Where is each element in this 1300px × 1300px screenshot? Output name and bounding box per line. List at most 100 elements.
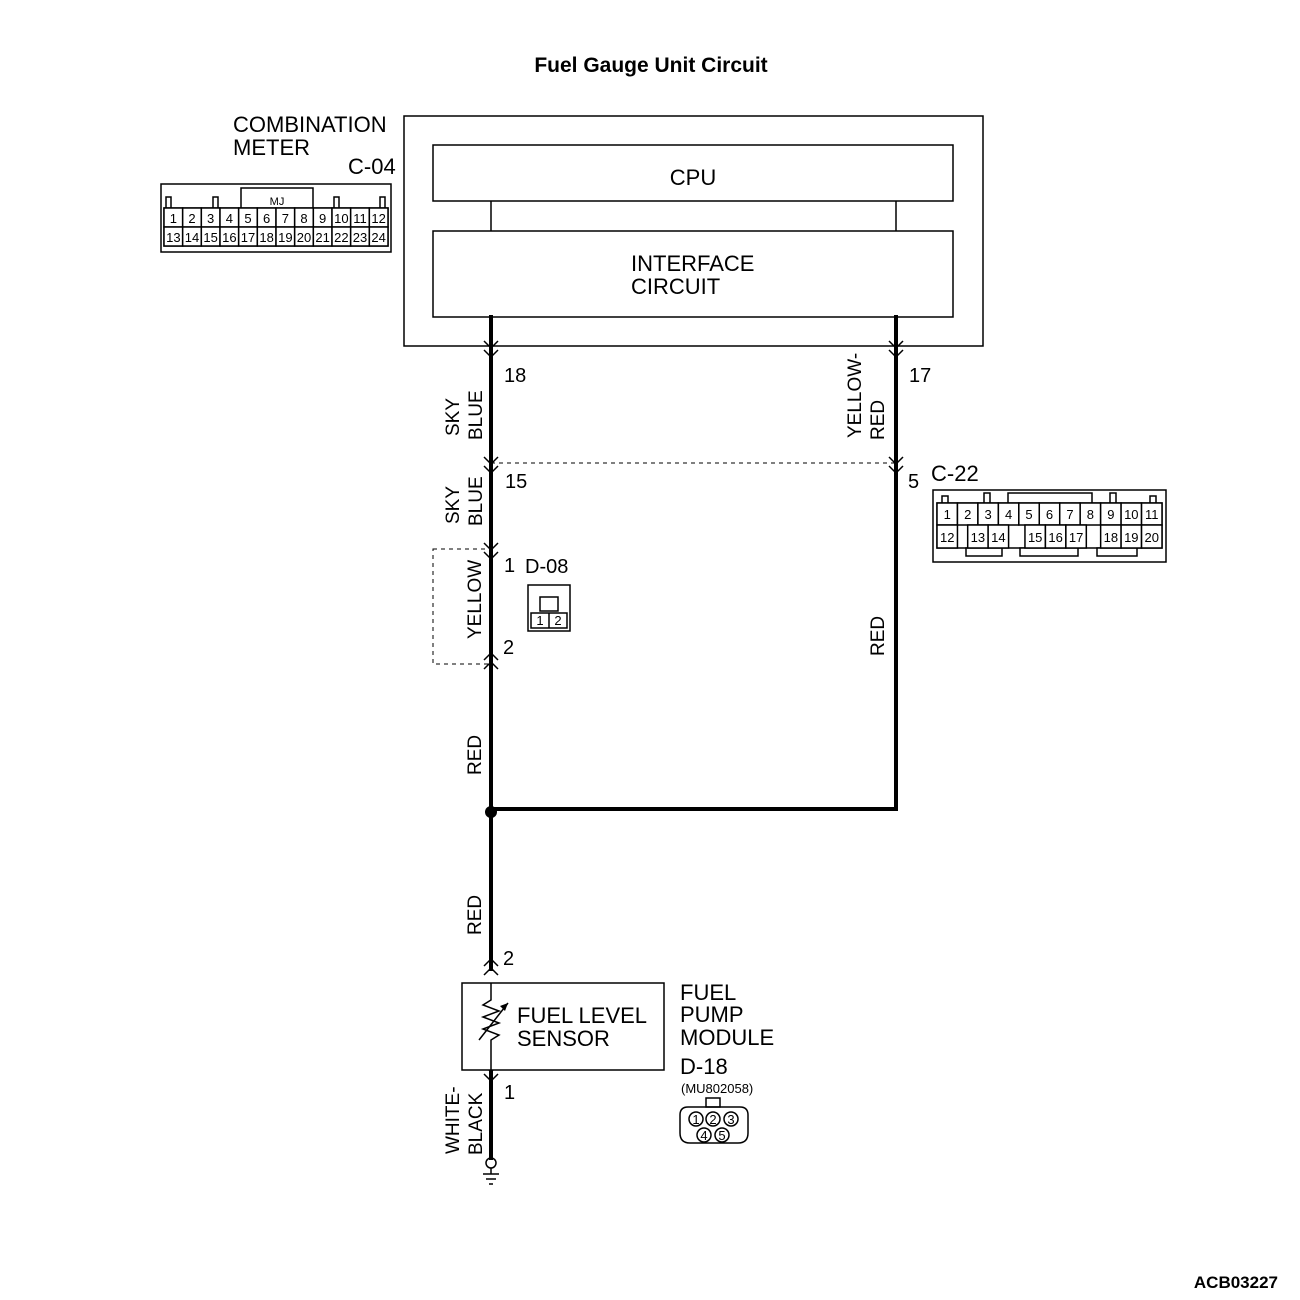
wire-blue-label-2: BLUE (466, 476, 487, 526)
wire-white-label: WHITE- (443, 1086, 464, 1154)
c04-pin-label: 18 (259, 230, 273, 245)
c04-pin-label: 1 (170, 211, 177, 226)
interface-circuit-box (432, 230, 954, 318)
connector-c04-label: C-04 (348, 154, 396, 179)
wire-black-label: BLACK (466, 1092, 487, 1155)
d08-pin1-label: 1 (536, 613, 543, 628)
sensor-label-2: SENSOR (517, 1026, 610, 1051)
fpm-label-2: PUMP (680, 1002, 744, 1027)
c22-pin-label: 18 (1104, 530, 1118, 545)
connector-c22-label: C-22 (931, 461, 979, 486)
wire-sky-label-2: SKY (443, 486, 464, 524)
combination-meter-label-2: METER (233, 135, 310, 160)
c04-pin-label: 12 (371, 211, 385, 226)
fpm-label-1: FUEL (680, 980, 736, 1005)
variable-resistor-icon (478, 983, 509, 1070)
wire-sky-label-1: SKY (443, 398, 464, 436)
c22-pin-label: 11 (1145, 507, 1159, 522)
c22-pin-label: 19 (1124, 530, 1138, 545)
pin-17: 17 (909, 365, 931, 387)
connector-chevrons (483, 340, 904, 1083)
d18-pin-5: 5 (718, 1128, 725, 1143)
junction-dot (485, 806, 497, 818)
connector-chevron (888, 465, 904, 475)
c22-pin-label: 15 (1028, 530, 1042, 545)
connector-chevron (483, 957, 499, 967)
c04-pin-label: 6 (263, 211, 270, 226)
connector-chevron (483, 651, 499, 661)
c22-pin-cell (936, 524, 959, 549)
wire-red-label-right: RED (868, 616, 889, 656)
interface-label-2: CIRCUIT (631, 274, 720, 299)
c22-pin-label: 12 (940, 530, 954, 545)
c22-pin-label: 1 (944, 507, 951, 522)
connector-d08: 1 2 (527, 584, 571, 632)
c04-pin-label: 23 (353, 230, 367, 245)
c22-pin-cell (987, 524, 1010, 549)
wire-blue-label-1: BLUE (466, 390, 487, 440)
d08-dashed-box (432, 548, 492, 665)
fuel-level-sensor-box (461, 982, 665, 1071)
c04-key-label: MJ (270, 196, 285, 208)
connector-chevron (483, 542, 499, 552)
c22-pin-label: 7 (1066, 507, 1073, 522)
cpu-box (432, 144, 954, 202)
d18-pin-3: 3 (727, 1112, 734, 1127)
wire-red-label-left: RED (465, 735, 486, 775)
c22-pin-label: 8 (1087, 507, 1094, 522)
connector-chevron (483, 465, 499, 475)
connector-chevron (483, 966, 499, 976)
c04-pin-label: 14 (185, 230, 199, 245)
connector-chevron (483, 660, 499, 670)
sensor-pin-1: 1 (504, 1082, 515, 1104)
c04-pin-label: 24 (371, 230, 385, 245)
connector-chevron (483, 340, 499, 350)
pin-18: 18 (504, 365, 526, 387)
sensor-label-1: FUEL LEVEL (517, 1003, 647, 1028)
c22-pin-label: 4 (1005, 507, 1012, 522)
ground-icon (483, 1157, 499, 1185)
c04-pin-label: 7 (282, 211, 289, 226)
c22-pin-label: 2 (964, 507, 971, 522)
c22-pin-label: 5 (1025, 507, 1032, 522)
pin-15: 15 (505, 471, 527, 493)
c04-pin-label: 10 (334, 211, 348, 226)
c04-pin-label: 20 (297, 230, 311, 245)
combination-meter-label-1: COMBINATION (233, 112, 387, 137)
connector-d18: 1 2 3 4 5 (679, 1097, 749, 1144)
c04-pin-label: 2 (188, 211, 195, 226)
connector-chevron (483, 456, 499, 466)
c04-pin-label: 9 (319, 211, 326, 226)
c22-pin-label: 20 (1145, 530, 1159, 545)
c22-pin-cell (1140, 524, 1163, 549)
connector-chevron (483, 1073, 499, 1083)
c04-pin-label: 13 (166, 230, 180, 245)
c22-pin-label: 17 (1069, 530, 1083, 545)
c22-pin-cell (1065, 524, 1088, 549)
c22-pin-label: 16 (1048, 530, 1062, 545)
c22-pin-label: 6 (1046, 507, 1053, 522)
c22-pin-label: 9 (1107, 507, 1114, 522)
d18-pin-2: 2 (709, 1112, 716, 1127)
connector-chevron (888, 349, 904, 359)
wire-yellow-red-label-1: YELLOW- (845, 353, 866, 438)
c22-pin-label: 3 (985, 507, 992, 522)
c04-pin-label: 8 (300, 211, 307, 226)
interface-label-1: INTERFACE (631, 251, 754, 276)
c04-pin-label: 4 (226, 211, 233, 226)
c04-pin-label: 5 (244, 211, 251, 226)
connector-chevron (483, 551, 499, 561)
cpu-label: CPU (670, 165, 716, 190)
fpm-label-3: MODULE (680, 1025, 774, 1050)
sensor-pin-2: 2 (503, 948, 514, 970)
c04-pin-label: 21 (315, 230, 329, 245)
c04-pin-label: 16 (222, 230, 236, 245)
d08-pin2-label: 2 (554, 613, 561, 628)
d08-pin-1: 1 (504, 555, 515, 577)
connector-chevron (483, 349, 499, 359)
d18-pin-4: 4 (700, 1128, 707, 1143)
c22-pin-label: 10 (1124, 507, 1138, 522)
